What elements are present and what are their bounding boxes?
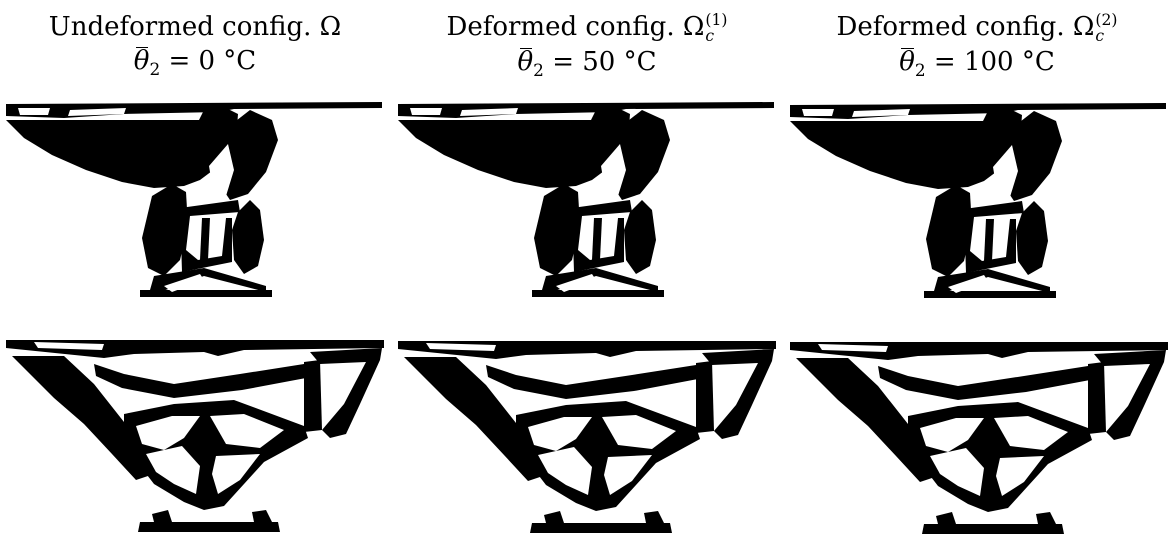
omega-symbol: Ω <box>682 12 705 42</box>
header-line-config: Undeformed config. Ω <box>0 10 390 44</box>
panel-bottom-deformed-2 <box>788 334 1168 534</box>
panel-bottom-deformed-1 <box>396 334 776 534</box>
theta-bar-symbol: θ <box>517 46 534 77</box>
omega-subscript: c <box>1095 27 1105 45</box>
omega-superscript: (1) <box>705 11 728 30</box>
header-line-temperature: θ2 = 50 °C <box>392 45 782 87</box>
omega-superscript: (2) <box>1095 11 1118 30</box>
theta-subscript: 2 <box>149 59 161 80</box>
column-header-deformed-2: Deformed config. Ω(2)c θ2 = 100 °C <box>782 10 1172 87</box>
panel-top-undeformed <box>4 100 384 300</box>
theta-bar-symbol: θ <box>899 46 915 77</box>
config-label: Undeformed config. <box>48 12 312 42</box>
header-line-config: Deformed config. Ω(2)c <box>782 10 1172 45</box>
topology-design-1-deformed-2 <box>790 103 1166 298</box>
config-label: Deformed config. <box>446 12 675 42</box>
temperature-value: = 0 °C <box>168 46 257 76</box>
panel-top-deformed-1 <box>396 100 776 300</box>
omega-scripts: (1)c <box>705 13 727 44</box>
omega-symbol: Ω <box>319 12 342 42</box>
omega-symbol: Ω <box>1072 12 1095 42</box>
topology-design-2-undeformed <box>6 340 384 532</box>
theta-subscript: 2 <box>533 59 544 80</box>
topology-design-2-deformed-2 <box>790 342 1168 534</box>
topology-design-2-deformed-1 <box>398 341 776 533</box>
topology-design-1-undeformed <box>6 102 382 297</box>
panel-top-deformed-2 <box>788 100 1168 300</box>
header-line-temperature: θ2 = 0 °C <box>0 44 390 86</box>
column-header-undeformed: Undeformed config. Ω θ2 = 0 °C <box>0 10 390 86</box>
column-header-deformed-1: Deformed config. Ω(1)c θ2 = 50 °C <box>392 10 782 87</box>
omega-scripts: (2)c <box>1095 13 1117 44</box>
temperature-value: = 100 °C <box>933 46 1055 77</box>
omega-subscript: c <box>705 27 715 45</box>
temperature-value: = 50 °C <box>552 46 657 77</box>
topology-design-1-deformed-1 <box>398 102 774 297</box>
header-line-temperature: θ2 = 100 °C <box>782 45 1172 87</box>
theta-bar-symbol: θ <box>133 46 150 76</box>
panel-bottom-undeformed <box>4 334 384 534</box>
header-line-config: Deformed config. Ω(1)c <box>392 10 782 45</box>
config-label: Deformed config. <box>836 12 1065 42</box>
theta-subscript: 2 <box>914 59 926 80</box>
